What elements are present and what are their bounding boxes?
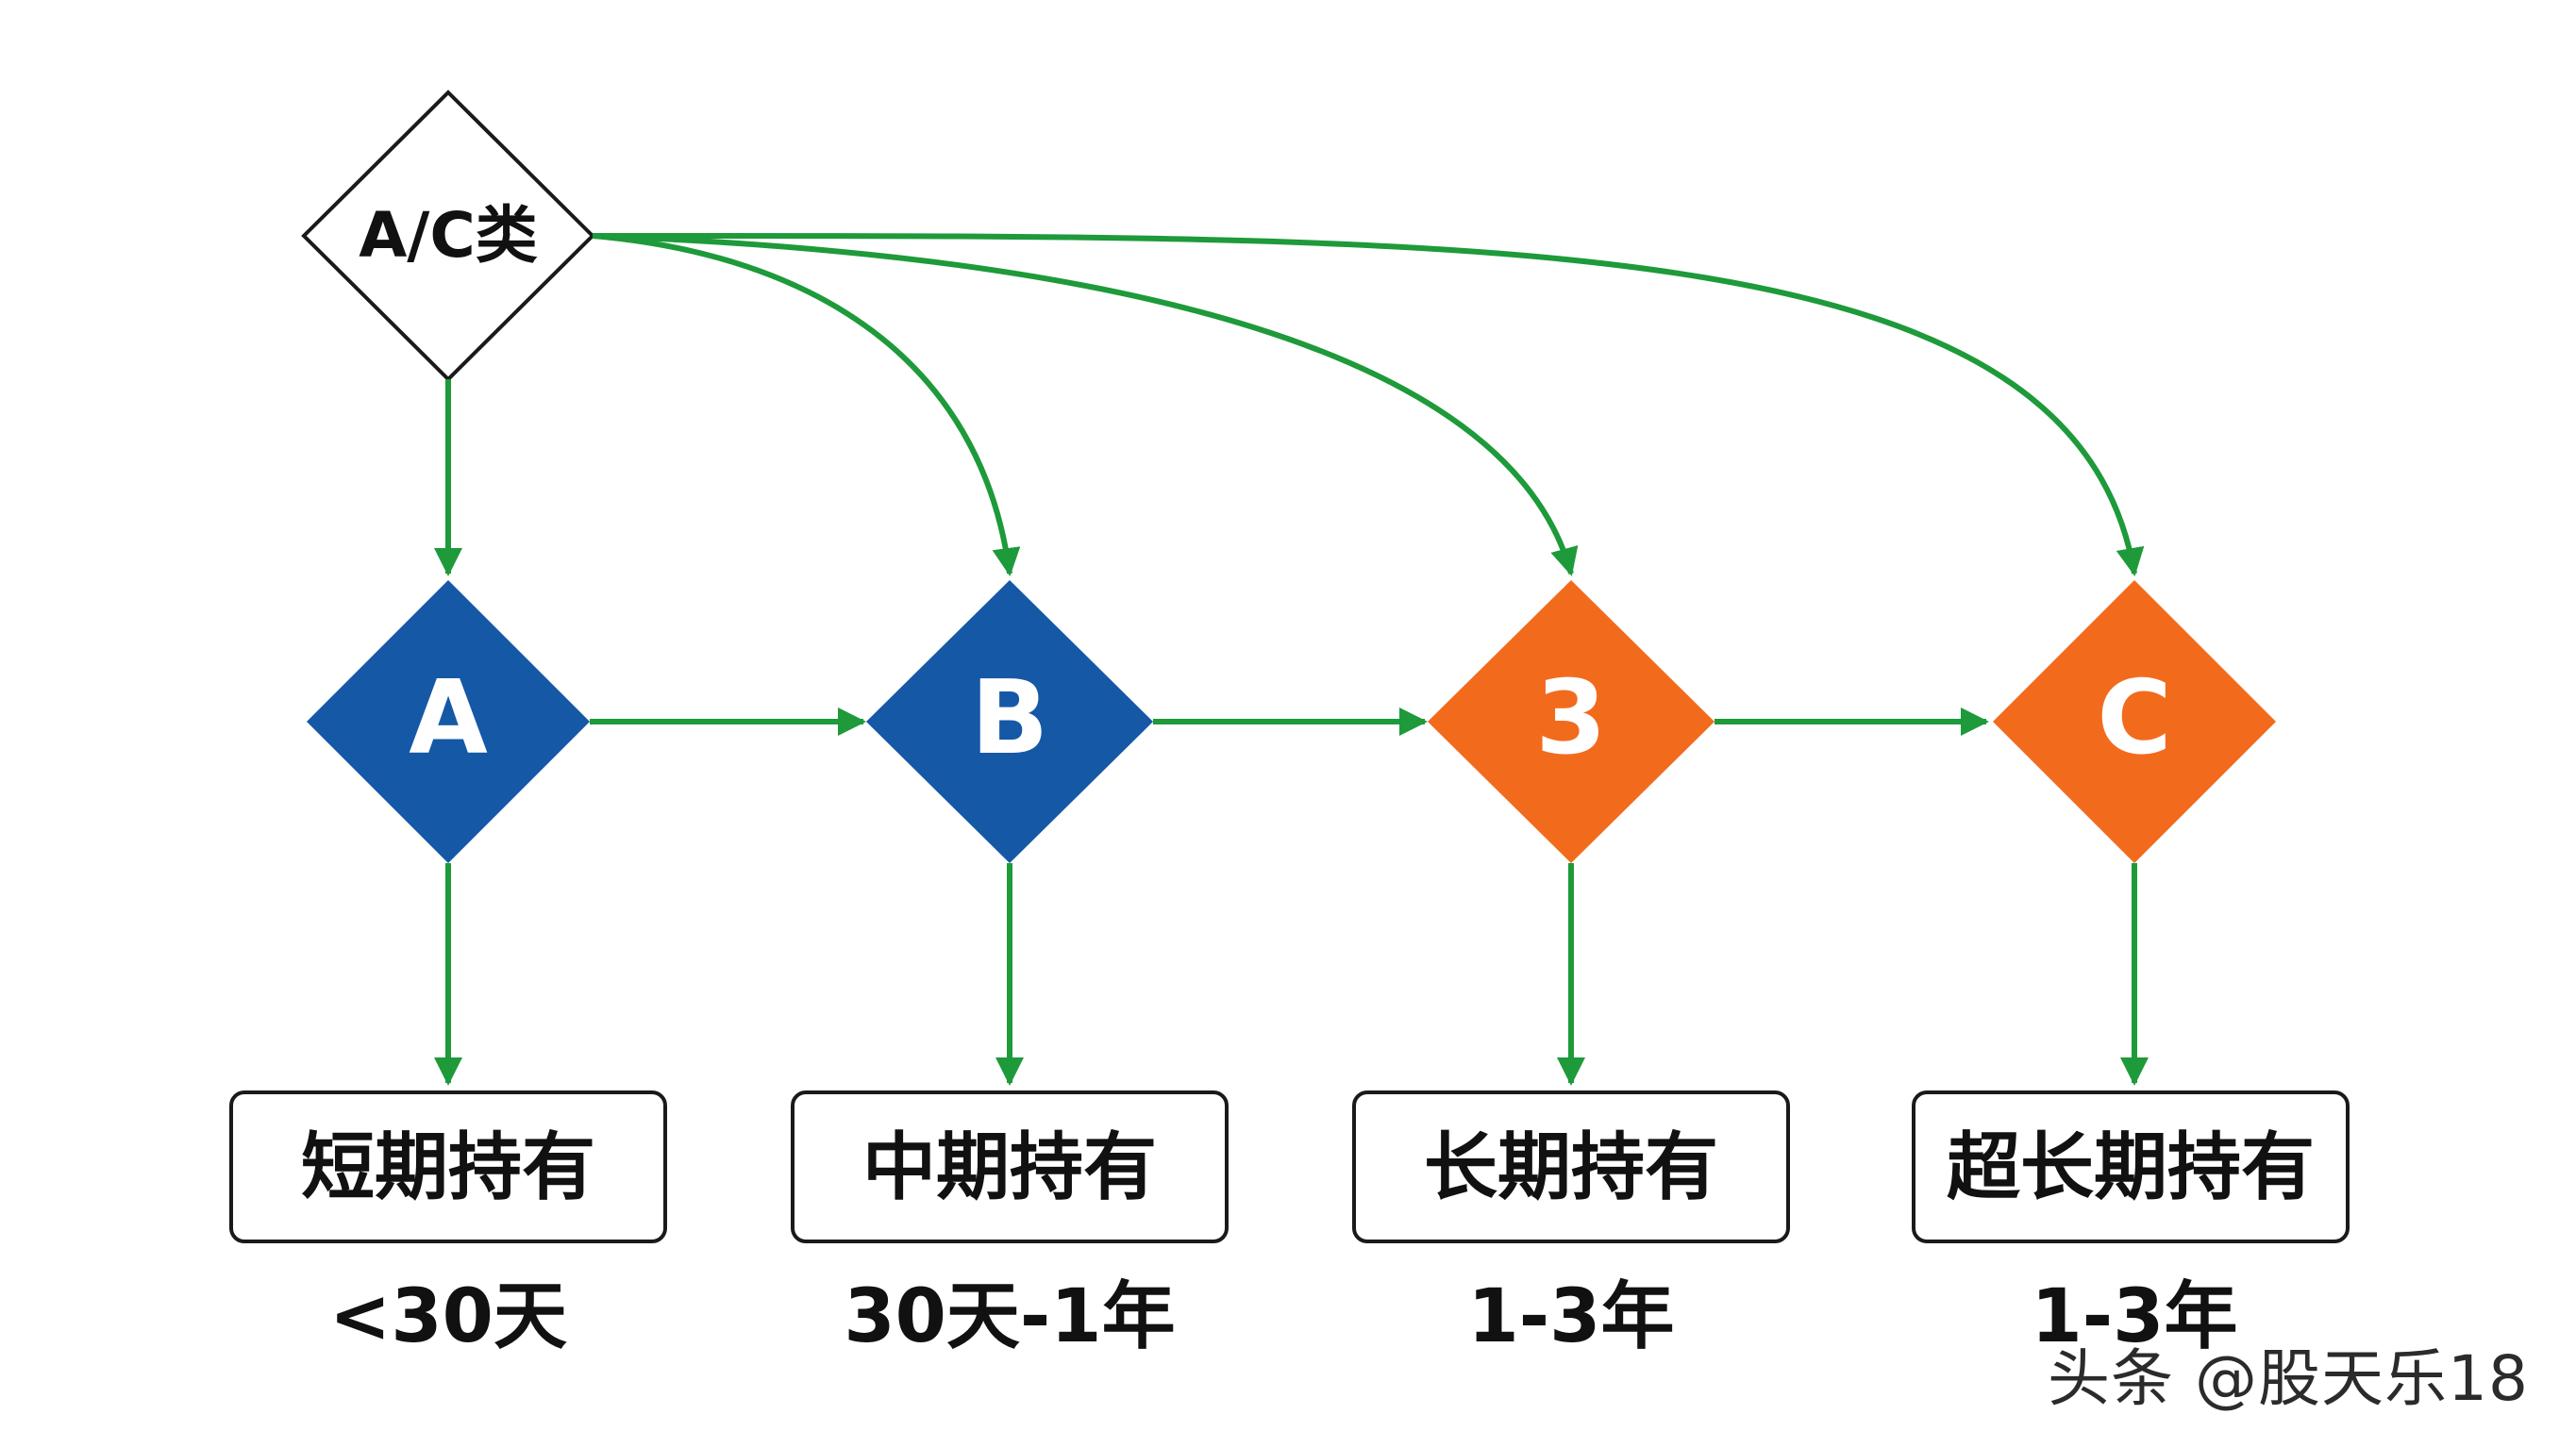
- arrow-root-to-3: [592, 233, 1579, 576]
- node-b-box: [791, 1090, 1229, 1243]
- node-b-diamond: [866, 580, 1153, 863]
- down-arrows: [434, 863, 2149, 1086]
- node-c-diamond: [1993, 580, 2276, 863]
- node-c-period: 1-3年: [2032, 1274, 2238, 1359]
- node-b-box-label: 中期持有: [862, 1125, 1157, 1210]
- node-c-label: C: [2097, 659, 2171, 777]
- root-node: A/C类: [301, 90, 595, 382]
- node-a-diamond: [307, 580, 590, 863]
- node-3-label: 3: [1535, 659, 1606, 777]
- node-a-box: [229, 1090, 667, 1243]
- node-a-box-label: 短期持有: [301, 1125, 595, 1210]
- node-b: B 中期持有 30天-1年: [791, 580, 1229, 1359]
- root-label: A/C类: [359, 199, 538, 272]
- watermark-text: 头条 @股天乐18: [2048, 1342, 2529, 1415]
- node-b-label: B: [971, 659, 1048, 777]
- arrow-root-to-b: [592, 233, 1021, 576]
- node-b-period: 30天-1年: [844, 1274, 1175, 1359]
- node-a-label: A: [409, 659, 488, 777]
- node-c: C 超长期持有 1-3年: [1912, 580, 2350, 1359]
- node-3-period: 1-3年: [1468, 1274, 1675, 1359]
- node-a-period: <30天: [329, 1274, 567, 1359]
- root-arrows: [434, 232, 2145, 576]
- node-c-box: [1912, 1090, 2350, 1243]
- node-3: 3 长期持有 1-3年: [1352, 580, 1790, 1359]
- node-c-box-label: 超长期持有: [1947, 1125, 2315, 1210]
- node-a: A 短期持有 <30天: [229, 580, 667, 1359]
- node-3-box-label: 长期持有: [1424, 1125, 1718, 1210]
- node-3-diamond: [1428, 580, 1715, 863]
- arrow-root-to-c: [592, 232, 2145, 576]
- node-3-box: [1352, 1090, 1790, 1243]
